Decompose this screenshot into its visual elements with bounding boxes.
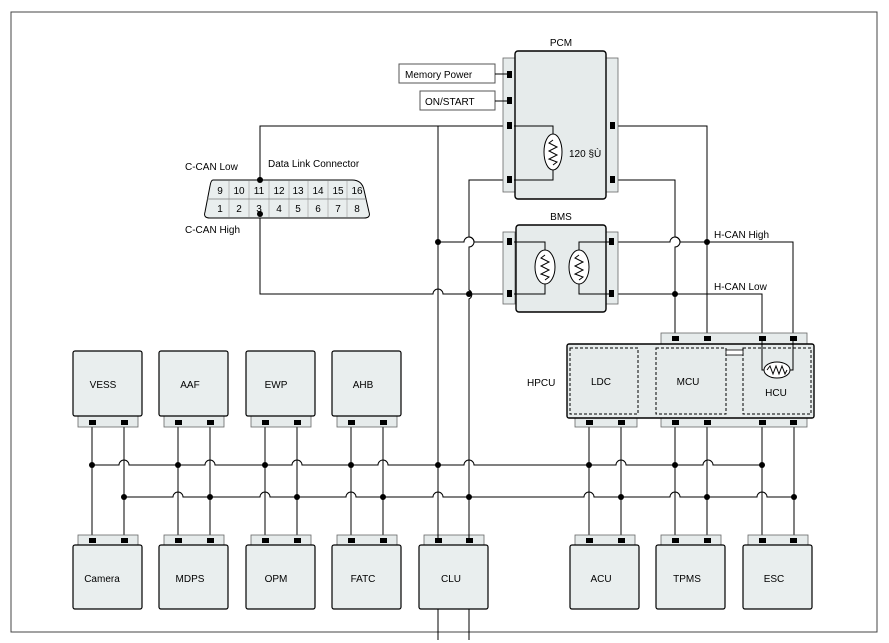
dlc-top-pin-row: 9 10 11 12 13 14 15 16 <box>217 186 363 197</box>
fatc-label: FATC <box>351 574 376 585</box>
esc-module: ESC <box>742 534 813 610</box>
c-can-high-label: C-CAN High <box>185 225 240 236</box>
dlc-pin: 10 <box>233 186 245 197</box>
tpms-module: TPMS <box>655 534 726 610</box>
dlc-pin: 7 <box>335 204 341 215</box>
dlc-pin: 6 <box>315 204 321 215</box>
camera-module: Camera <box>72 534 143 610</box>
hcu-unit <box>742 347 812 415</box>
ldc-label: LDC <box>591 377 611 388</box>
camera-label: Camera <box>84 574 120 585</box>
h-can-high-label: H-CAN High <box>714 230 769 241</box>
memory-power-label: Memory Power <box>405 70 473 81</box>
dlc-pin: 12 <box>273 186 285 197</box>
dlc-title: Data Link Connector <box>268 159 360 170</box>
dlc-bottom-pin-row: 1 2 3 4 5 6 7 8 <box>217 204 360 215</box>
dlc-pin: 4 <box>276 204 282 215</box>
fatc-module: FATC <box>331 534 402 610</box>
h-can-low-label: H-CAN Low <box>714 282 768 293</box>
dlc-pin: 16 <box>351 186 363 197</box>
dlc-pin: 14 <box>312 186 324 197</box>
diagram-frame <box>10 11 878 633</box>
pcm-resistor-icon <box>543 133 563 171</box>
clu-module: CLU <box>418 534 489 610</box>
memory-power-input: Memory Power <box>398 63 507 84</box>
esc-label: ESC <box>764 574 785 585</box>
dlc-pin: 1 <box>217 204 223 215</box>
hpcu-module: HPCU LDC MCU HCU <box>527 332 815 428</box>
dlc-pin: 11 <box>254 186 265 197</box>
ahb-label: AHB <box>353 380 374 391</box>
ahb-module: AHB <box>331 350 402 428</box>
dlc-pin: 2 <box>236 204 242 215</box>
aaf-label: AAF <box>180 380 199 391</box>
opm-module: OPM <box>245 534 316 610</box>
dlc-pin: 8 <box>354 204 360 215</box>
clu-label: CLU <box>441 574 461 585</box>
resistor-label: 120 §Ù <box>569 147 601 160</box>
dlc-pin: 13 <box>292 186 304 197</box>
mcu-label: MCU <box>677 377 700 388</box>
pcm-module: PCM 120 §Ù <box>502 38 619 200</box>
tpms-label: TPMS <box>673 574 701 585</box>
bms-resistor-right-icon <box>568 249 590 285</box>
bms-label: BMS <box>550 212 572 223</box>
vess-module: VESS <box>72 350 143 428</box>
data-link-connector: 9 10 11 12 13 14 15 16 1 2 3 4 5 6 7 8 D… <box>185 159 370 236</box>
hcu-label: HCU <box>765 388 787 399</box>
ewp-label: EWP <box>265 380 288 391</box>
mcu-unit <box>655 347 727 415</box>
hpcu-label: HPCU <box>527 378 555 389</box>
vess-label: VESS <box>90 380 117 391</box>
bms-module: BMS <box>502 212 619 313</box>
hcu-resistor-icon <box>763 361 791 379</box>
dlc-pin: 15 <box>332 186 344 197</box>
dlc-pin: 9 <box>217 186 223 197</box>
mdps-module: MDPS <box>158 534 229 610</box>
dlc-pin: 3 <box>256 204 262 215</box>
opm-label: OPM <box>265 574 288 585</box>
on-start-label: ON/START <box>425 97 475 108</box>
pcm-label: PCM <box>550 38 572 49</box>
dlc-pin: 5 <box>295 204 301 215</box>
bms-resistor-left-icon <box>534 249 556 285</box>
acu-label: ACU <box>590 574 611 585</box>
mdps-label: MDPS <box>176 574 205 585</box>
aaf-module: AAF <box>158 350 229 428</box>
on-start-input: ON/START <box>419 90 507 111</box>
c-can-low-label: C-CAN Low <box>185 162 239 173</box>
ewp-module: EWP <box>245 350 316 428</box>
acu-module: ACU <box>569 534 640 610</box>
ldc-unit <box>569 347 639 415</box>
